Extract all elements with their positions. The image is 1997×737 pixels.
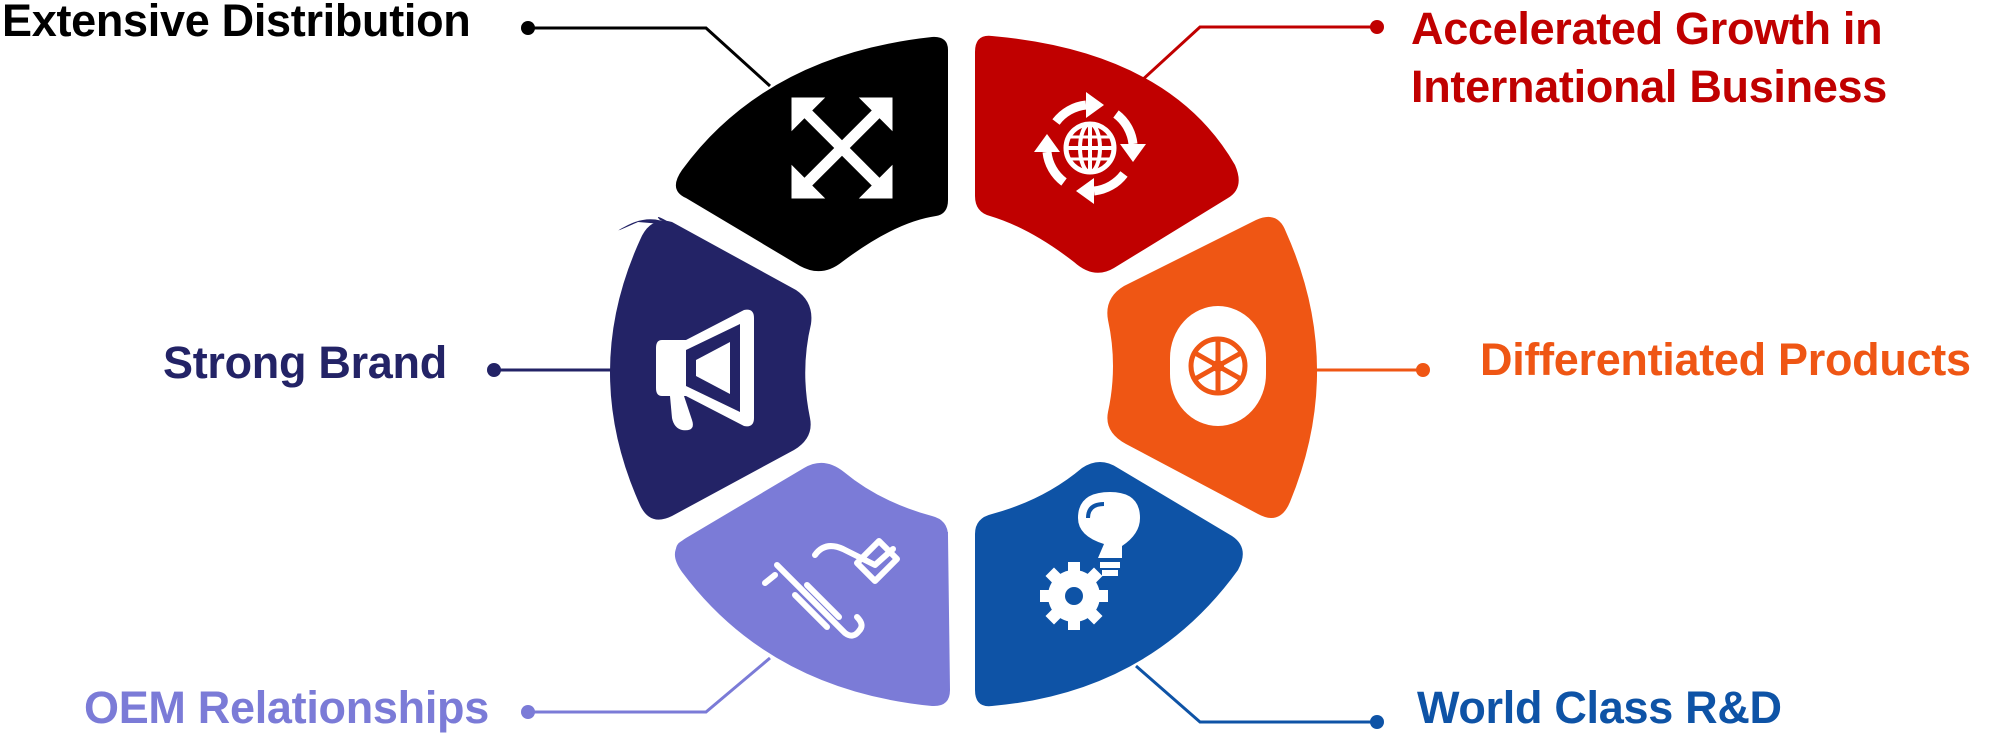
- segment-shape: [975, 35, 1239, 273]
- segment-accelerated-growth: [975, 35, 1239, 273]
- connector-extensive-distribution: [521, 21, 772, 88]
- expand-arrows-icon: [791, 97, 893, 199]
- label-strong-brand: Strong Brand: [163, 334, 447, 392]
- segment-oem-relationships: [674, 462, 950, 707]
- label-world-class-rnd: World Class R&D: [1417, 679, 1782, 737]
- label-line: World Class R&D: [1417, 682, 1782, 733]
- label-differentiated-products: Differentiated Products: [1480, 331, 1971, 389]
- segment-shape: [675, 36, 948, 272]
- tire-icon: [1170, 306, 1266, 426]
- label-line: Extensive Distribution: [2, 0, 471, 46]
- segment-differentiated-products: [1107, 216, 1318, 518]
- label-line: Strong Brand: [163, 337, 447, 388]
- connector-strong-brand: [487, 363, 616, 377]
- connector-world-class-rnd: [1135, 664, 1384, 729]
- megaphone-icon: [656, 309, 754, 431]
- connector-oem-relationships: [521, 656, 771, 719]
- globe-cycle-icon: [1034, 92, 1146, 204]
- label-line: OEM Relationships: [84, 682, 489, 733]
- label-accelerated-growth: Accelerated Growth in International Busi…: [1411, 0, 1887, 116]
- segment-shape: [674, 462, 950, 707]
- label-line: Accelerated Growth in: [1411, 3, 1883, 54]
- segment-extensive-distribution: [675, 36, 948, 272]
- label-extensive-distribution: Extensive Distribution: [2, 0, 471, 50]
- segment-world-class-rnd: [975, 462, 1243, 707]
- label-line: International Business: [1411, 61, 1888, 112]
- connector-differentiated-products: [1304, 363, 1430, 377]
- label-oem-relationships: OEM Relationships: [84, 679, 489, 737]
- segment-shape: [975, 462, 1243, 707]
- label-line: Differentiated Products: [1480, 334, 1971, 385]
- handshake-icon: [762, 538, 900, 639]
- segment-strong-brand: [610, 216, 812, 520]
- connector-accelerated-growth: [1138, 20, 1384, 84]
